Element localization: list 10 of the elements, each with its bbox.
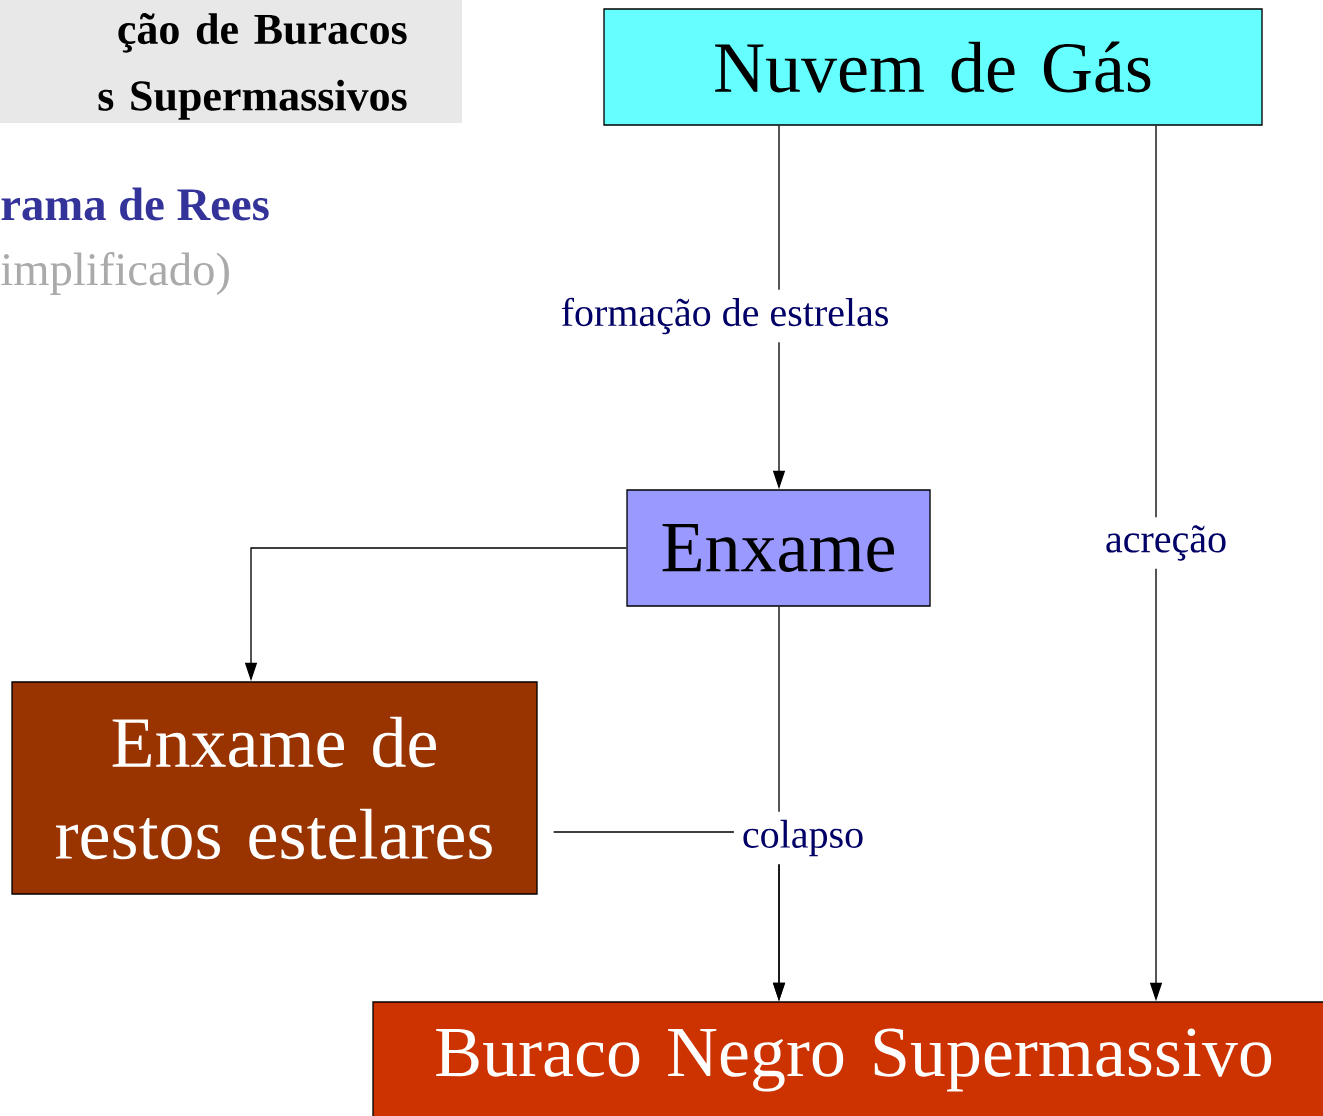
subtitle: rama de Rees [1, 187, 269, 221]
subtitle: implificado) [1, 252, 229, 295]
process-box: Buraco Negro Supermassivo [372, 1001, 1323, 1116]
process-box: Enxame de restos estelares [11, 681, 538, 895]
edge-label: colapso [733, 811, 873, 865]
process-box: Nuvem de Gás [603, 8, 1263, 126]
title-band: ção de Buracos s Supermassivos [0, 0, 462, 123]
process-box: Enxame [626, 489, 931, 607]
edge-label: formação de estrelas [552, 289, 898, 343]
edge-label: acreção [1096, 517, 1236, 569]
